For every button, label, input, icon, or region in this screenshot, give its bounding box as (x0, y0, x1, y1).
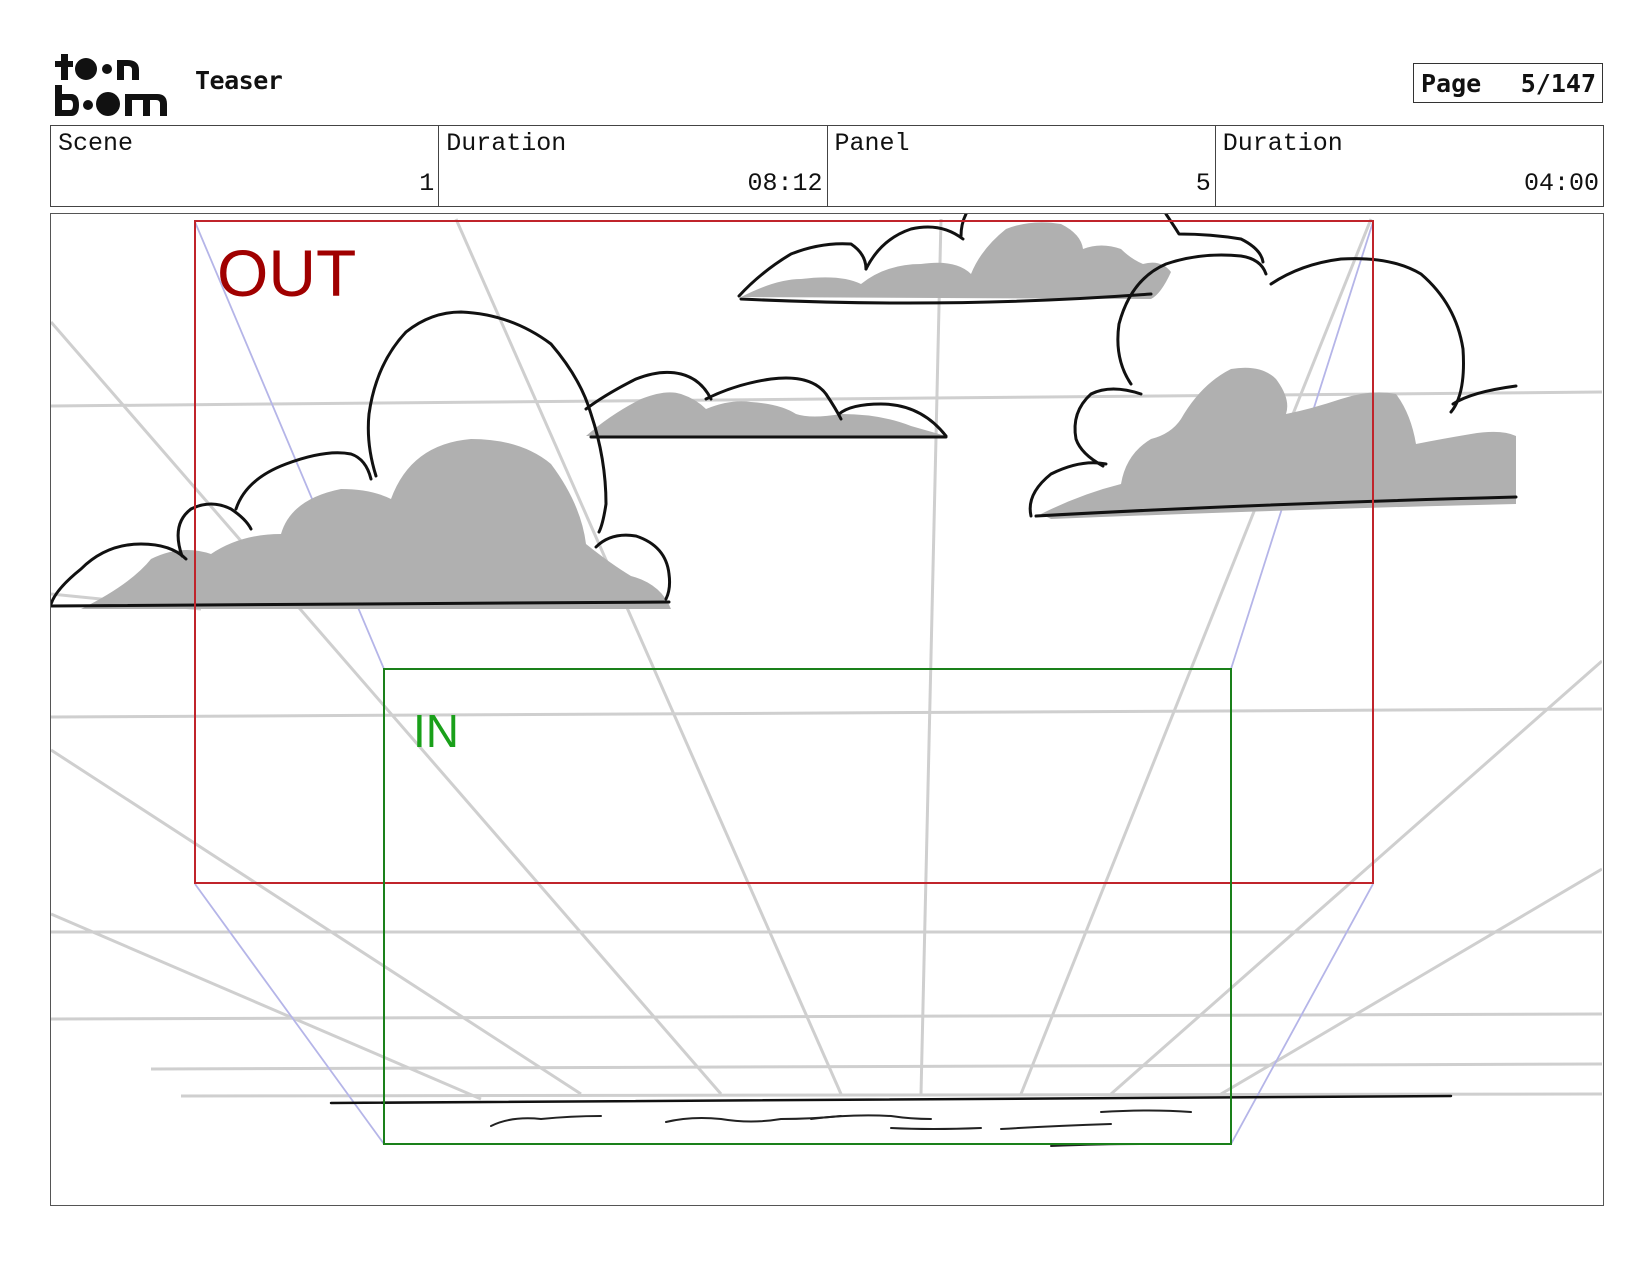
panel-cell: Panel 5 (828, 126, 1216, 206)
cloud-shading (81, 222, 1516, 609)
scene-duration-value: 08:12 (747, 169, 823, 198)
panel-duration-label: Duration (1222, 129, 1343, 158)
project-title: Teaser (195, 66, 283, 95)
cloud-outlines (51, 214, 1518, 608)
scene-cell: Scene 1 (51, 126, 440, 206)
panel-label: Panel (834, 129, 910, 158)
camera-path-lines (194, 221, 1374, 1145)
scene-duration-label: Duration (446, 129, 567, 158)
toon-boom-logo (55, 54, 167, 116)
page-label: Page (1421, 68, 1482, 98)
camera-out-frame (194, 220, 1374, 884)
scene-value: 1 (419, 169, 435, 198)
water-strokes (490, 1109, 1192, 1147)
panel-info-row: Scene 1 Duration 08:12 Panel 5 Duration … (50, 125, 1604, 207)
panel-duration-cell: Duration 04:00 (1216, 126, 1603, 206)
horizon-line (329, 1094, 1453, 1105)
perspective-grid (51, 218, 1602, 1101)
camera-in-frame (383, 668, 1232, 1145)
scene-duration-cell: Duration 08:12 (439, 126, 828, 206)
storyboard-panel: OUT IN (50, 213, 1604, 1206)
panel-duration-value: 04:00 (1523, 169, 1599, 198)
camera-in-label: IN (413, 705, 459, 757)
panel-value: 5 (1195, 169, 1211, 198)
panel-drawing (51, 214, 1602, 1147)
camera-out-label: OUT (217, 236, 357, 310)
page-indicator: Page 5/147 (1413, 63, 1603, 103)
page-number: 5/147 (1520, 68, 1596, 98)
scene-label: Scene (58, 129, 134, 158)
